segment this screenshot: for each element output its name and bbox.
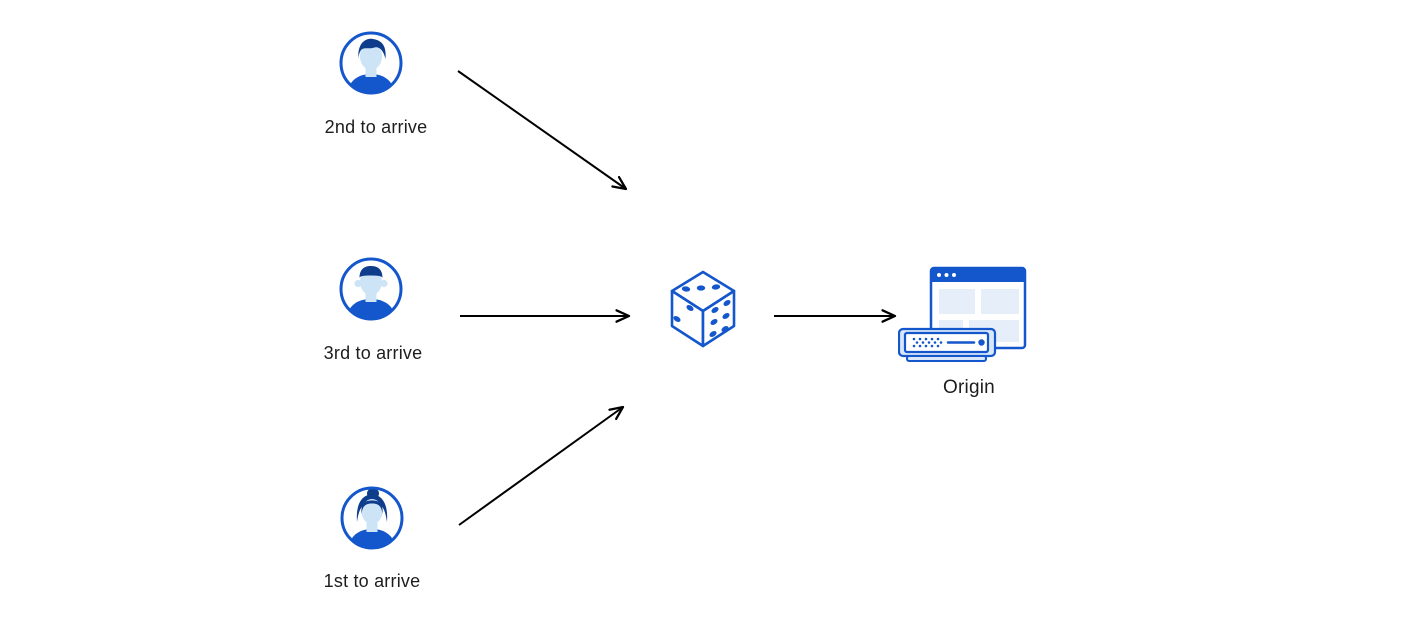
node-origin: Origin bbox=[897, 263, 1027, 398]
avatar-woman-bun-icon bbox=[340, 486, 404, 550]
node-label-visitor-middle: 3rd to arrive bbox=[323, 343, 423, 363]
dice-pips bbox=[673, 284, 731, 337]
origin-server-icon bbox=[897, 266, 1027, 362]
server-vent-dots bbox=[912, 337, 943, 348]
node-random-selector bbox=[670, 268, 736, 355]
arrow-visitor-bottom-to-dice bbox=[458, 405, 625, 526]
node-visitor-bottom: 1st to arrive bbox=[324, 486, 420, 591]
avatar-man-swoop-icon bbox=[339, 31, 403, 95]
node-label-origin: Origin bbox=[943, 377, 995, 398]
avatar-man-flattop-icon bbox=[339, 257, 403, 321]
node-visitor-middle: 3rd to arrive bbox=[324, 257, 422, 363]
node-label-visitor-top: 2nd to arrive bbox=[324, 117, 428, 137]
node-label-visitor-bottom: 1st to arrive bbox=[323, 571, 421, 591]
arrow-visitor-top-to-dice bbox=[457, 70, 628, 191]
server-icon bbox=[897, 327, 997, 362]
dice-icon bbox=[670, 270, 736, 348]
node-visitor-top: 2nd to arrive bbox=[325, 31, 427, 137]
